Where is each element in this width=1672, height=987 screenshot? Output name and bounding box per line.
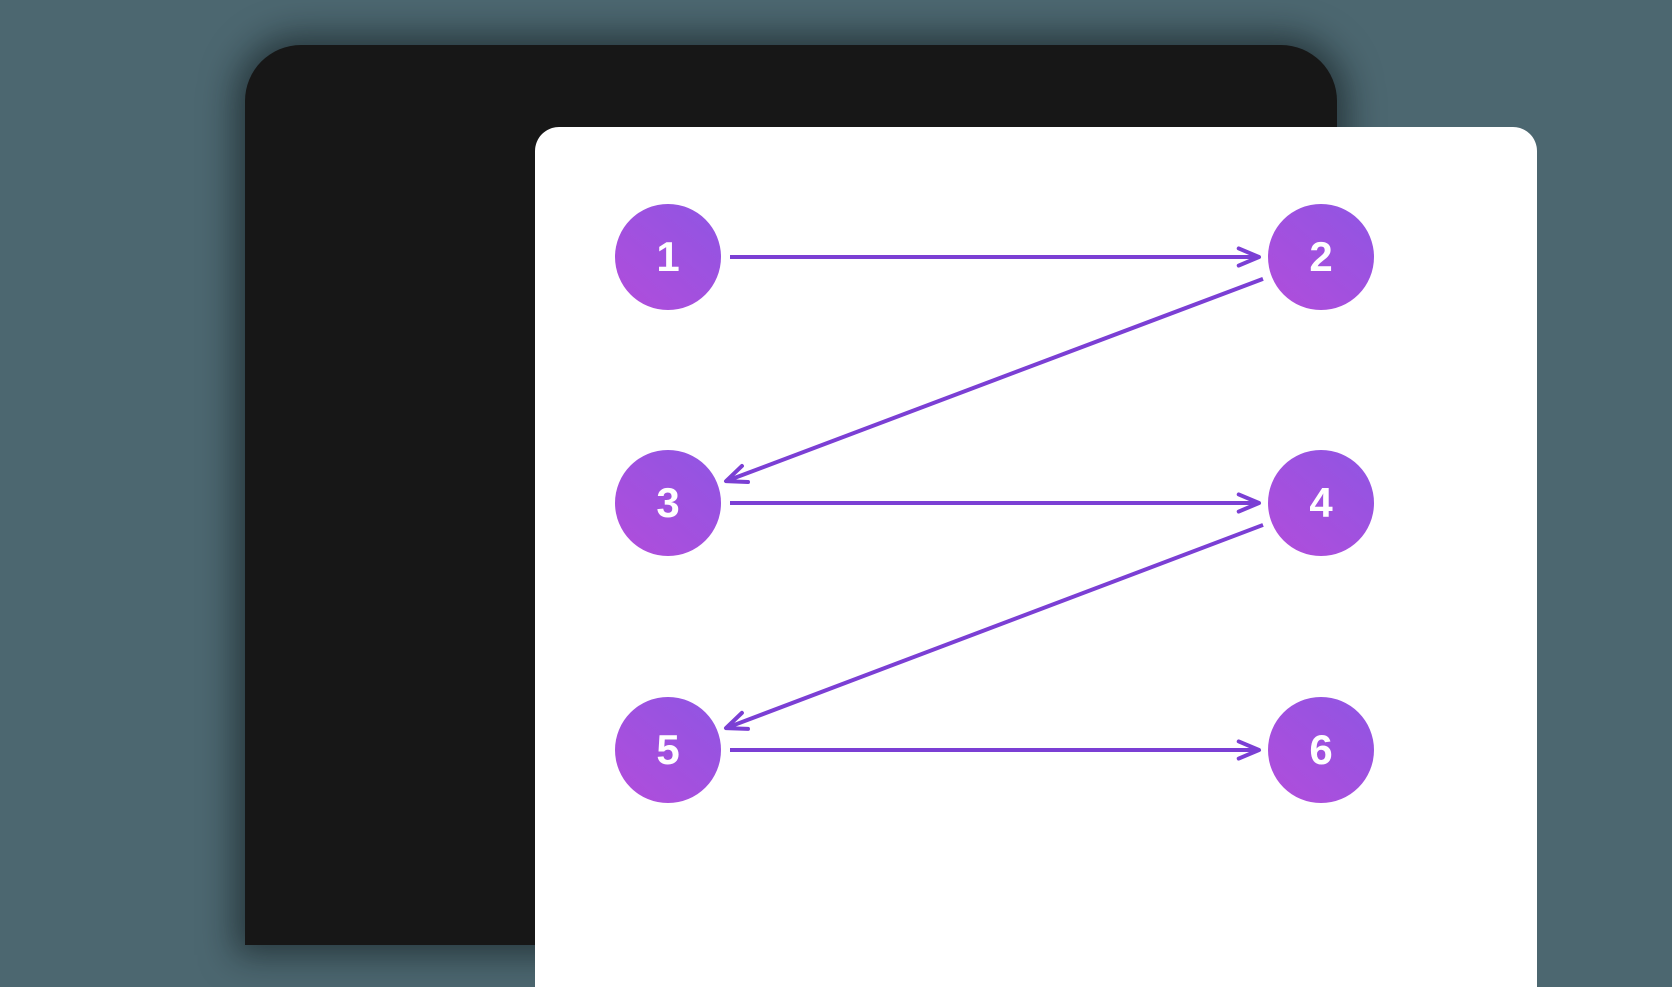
graph-node-4-label: 4 (1309, 479, 1333, 526)
edge-4-to-5 (723, 523, 1264, 731)
graph-node-6[interactable]: 6 (1268, 697, 1374, 803)
graph-node-4[interactable]: 4 (1268, 450, 1374, 556)
graph-node-5-label: 5 (656, 726, 680, 773)
graph-node-2[interactable]: 2 (1268, 204, 1374, 310)
graph-node-3[interactable]: 3 (615, 450, 721, 556)
graph-node-5[interactable]: 5 (615, 697, 721, 803)
graph-node-1-label: 1 (656, 233, 680, 280)
edge-3-to-4 (730, 492, 1261, 514)
graph-node-6-label: 6 (1309, 726, 1333, 773)
edge-layer (723, 246, 1264, 761)
diagram-canvas: 1 2 3 4 5 6 (535, 127, 1537, 987)
edge-2-to-3 (724, 276, 1264, 485)
device-frame: 1 2 3 4 5 6 (245, 45, 1537, 987)
device-screen: 1 2 3 4 5 6 (535, 127, 1537, 987)
arrowhead-icon (1236, 246, 1261, 268)
arrowhead-icon (1236, 739, 1261, 761)
edge-5-to-6 (730, 739, 1261, 761)
arrowhead-icon (723, 710, 750, 731)
graph-node-1[interactable]: 1 (615, 204, 721, 310)
arrowhead-icon (1236, 492, 1261, 514)
graph-node-2-label: 2 (1309, 233, 1333, 280)
graph-node-3-label: 3 (656, 479, 680, 526)
screenshot-stage: 1 2 3 4 5 6 (245, 45, 1537, 987)
edge-1-to-2 (730, 246, 1261, 268)
arrowhead-icon (724, 463, 751, 485)
